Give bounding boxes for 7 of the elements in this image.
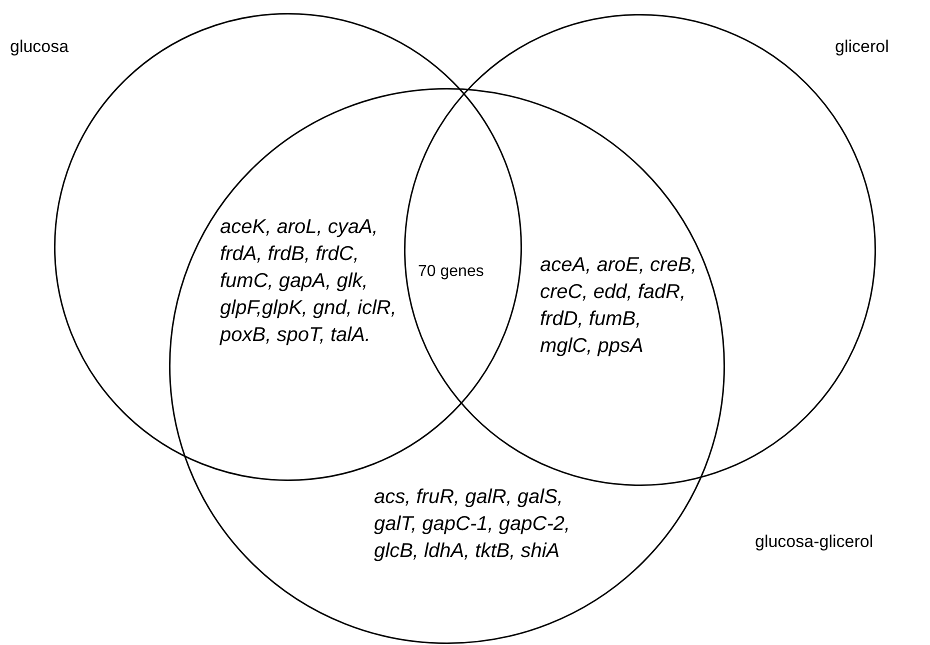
- gene-list: aceK, aroL, cyaA, frdA, frdB, frdC, fumC, gapA, glk, glpF,glpK, gnd, iclR, poxB, spoT, talA.: [220, 214, 408, 349]
- count-label: 70 genes: [418, 262, 485, 282]
- set-label: glucosa: [10, 37, 69, 57]
- set-label: glucosa-glicerol: [755, 532, 874, 552]
- gene-list: aceA, aroE, creB, creC, edd, fadR, frdD, fumB, mglC, ppsA: [540, 252, 698, 360]
- set-label: glicerol: [835, 37, 889, 57]
- gene-list: acs, fruR, galR, galS, galT, gapC-1, gapC-2, glcB, ldhA, tktB, shiA: [374, 484, 596, 565]
